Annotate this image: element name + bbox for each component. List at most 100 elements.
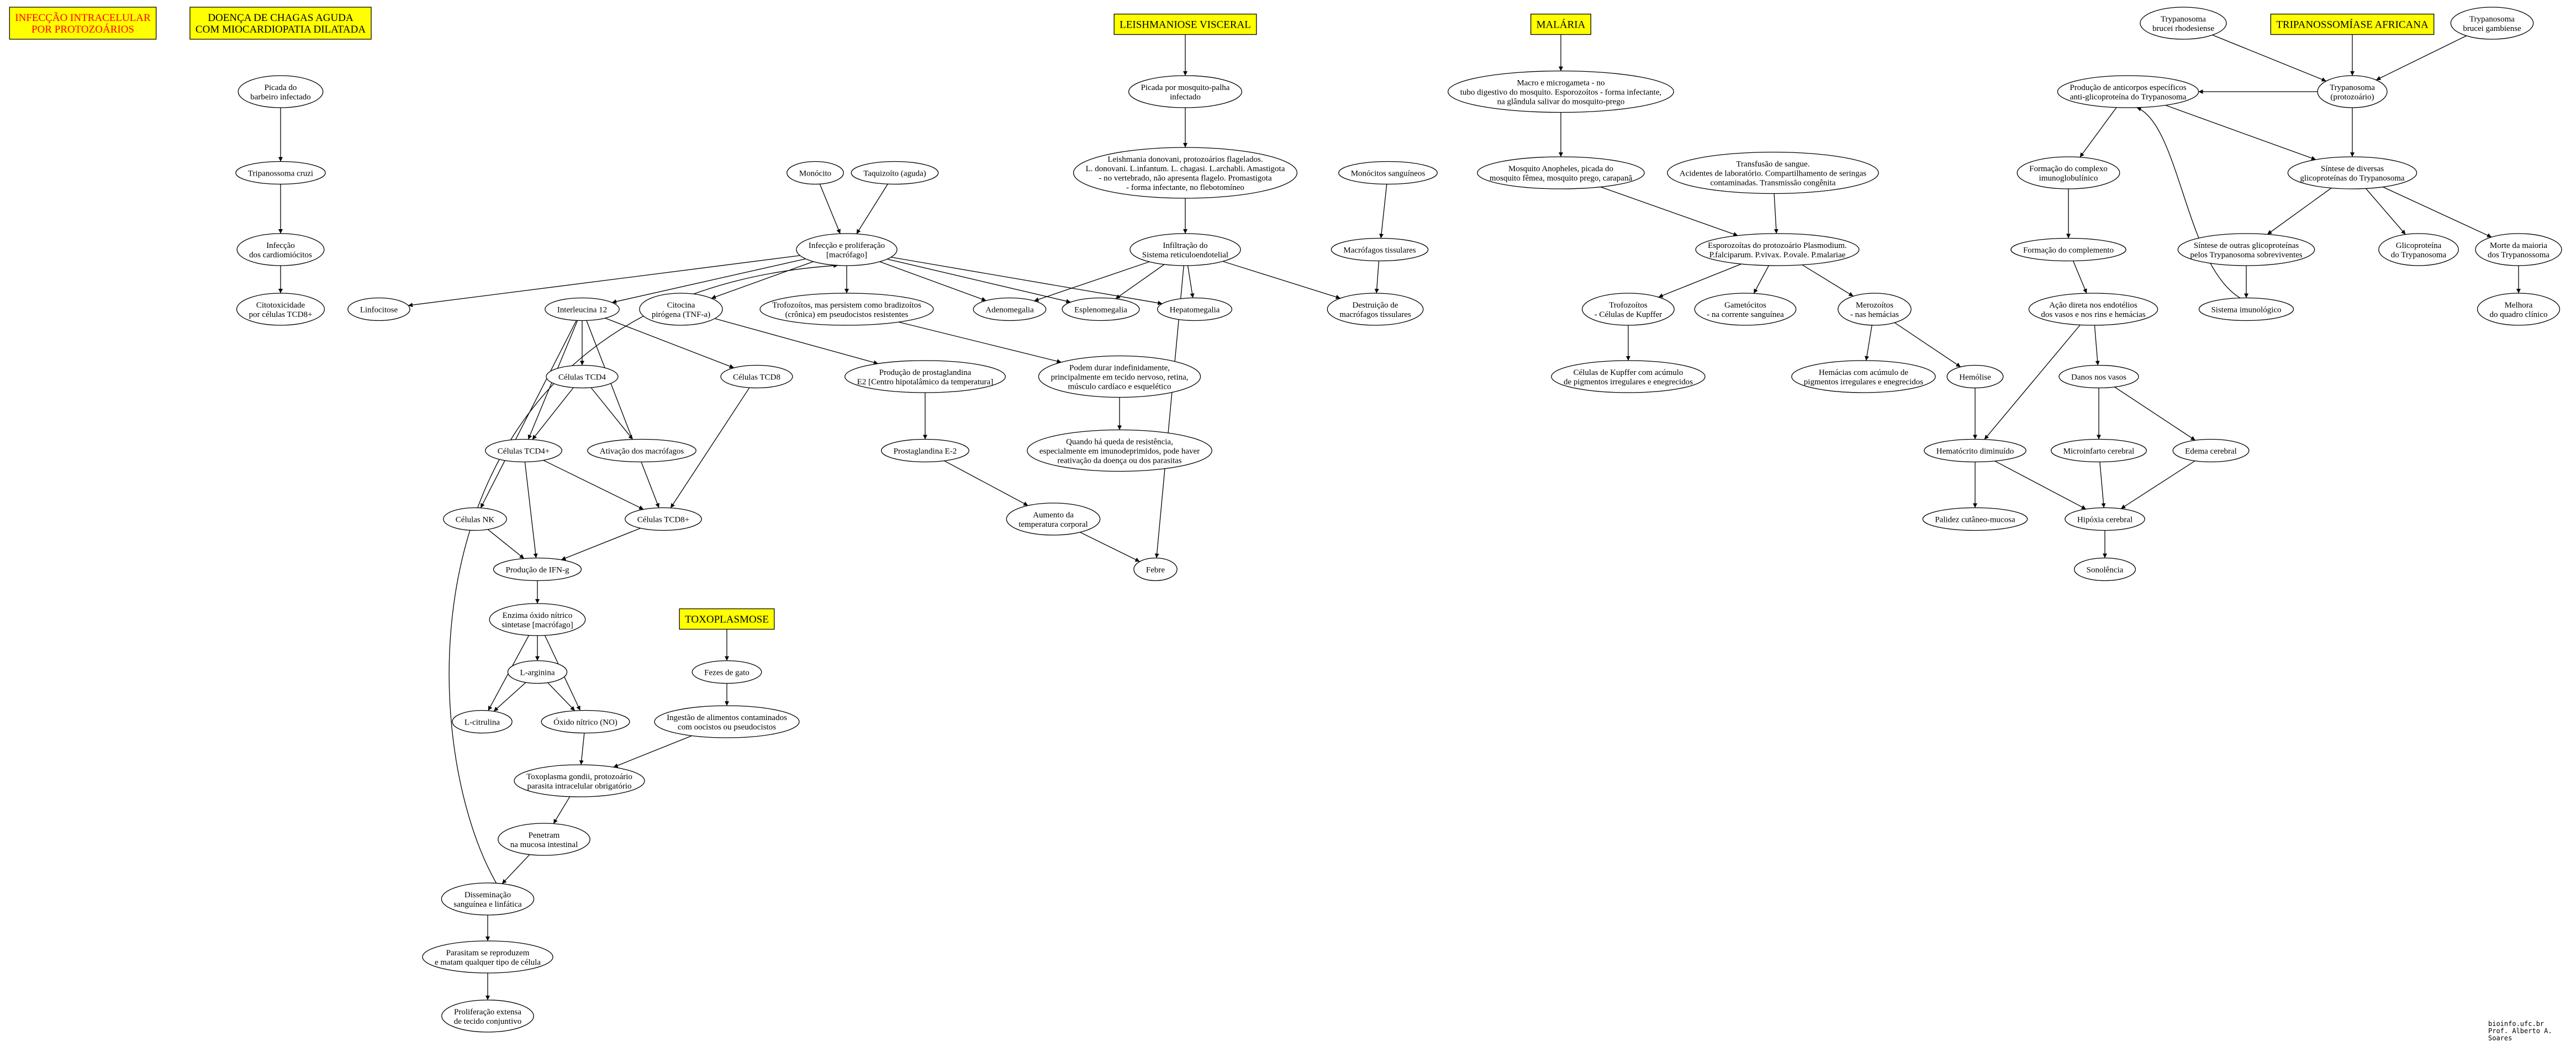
- node-ellipse: [2057, 75, 2199, 108]
- node-lcitrulina: L-citrulina: [452, 710, 513, 734]
- node-tcruzi: Tripanossoma cruzi: [235, 161, 326, 185]
- edge-danos-vasos-to-edema: [2114, 387, 2196, 441]
- node-label: de pigmentos irregulares e enegrecidos: [1564, 378, 1693, 387]
- node-label: macrófagos tissulares: [1339, 310, 1411, 319]
- node-ellipse: [2065, 507, 2145, 531]
- node-label: Esporozoítas do protozoário Plasmodium.: [1708, 241, 1847, 250]
- edge-acao-direta-to-hematocrito: [1984, 324, 2081, 440]
- node-label: sanguínea e linfática: [453, 900, 522, 909]
- node-nk: Células NK: [443, 507, 507, 531]
- node-label: Proliferação extensa: [454, 1008, 521, 1017]
- edge-esporozoitas-to-gametocitos: [1753, 265, 1770, 294]
- node-label: - no vertebrado, não apresenta flagelo. …: [1099, 174, 1272, 183]
- node-ellipse: [1073, 147, 1298, 199]
- edge-tcd4p-to-tcd8p: [543, 459, 644, 510]
- node-ellipse: [2317, 75, 2388, 108]
- node-label: Transfusão de sangue.: [1736, 160, 1809, 168]
- edge-tcd8p-to-ifng: [561, 527, 641, 560]
- node-h-leish: LEISHMANIOSE VISCERAL: [1113, 13, 1257, 35]
- node-palidez: Palidez cutâneo-mucosa: [1922, 507, 2028, 531]
- node-prod-anticorpos: Produção de anticorpos específicosanti-g…: [2057, 75, 2199, 108]
- node-label: Taquizoíto (aguda): [863, 169, 926, 178]
- node-label: Acidentes de laboratório. Compartilhamen…: [1680, 169, 1866, 178]
- node-ellipse: [625, 507, 702, 531]
- node-ellipse: [514, 764, 645, 797]
- node-label: glicoproteínas do Trypanosoma: [2300, 174, 2404, 183]
- node-microinfarto: Microinfarto cerebral: [2051, 438, 2147, 463]
- node-ellipse: [654, 705, 800, 738]
- node-label: Ação direta nos endotélios: [2049, 301, 2137, 310]
- node-label: contaminadas. Transmissão congênita: [1710, 178, 1835, 187]
- node-label: P.falciparum. P.vivax. P.ovale. P.malari…: [1709, 251, 1846, 260]
- node-label: Sonolência: [2087, 565, 2124, 574]
- node-ellipse: [881, 438, 969, 463]
- node-label: Macro e microgameta - no: [1517, 78, 1604, 87]
- node-label: por células TCD8+: [249, 310, 313, 319]
- edge-sintese-div-to-glicoproteina: [2365, 188, 2406, 235]
- edge-penetram-to-disseminacao: [502, 854, 530, 884]
- node-label: imunoglobulínico: [2039, 174, 2098, 183]
- node-label: pigmentos irregulares e enegrecidos: [1804, 378, 1923, 387]
- node-tcd8p: Células TCD8+: [625, 507, 702, 531]
- node-ellipse: [1838, 293, 1912, 326]
- node-ellipse: [2028, 293, 2158, 326]
- node-label: Hepatomegalia: [1170, 305, 1220, 314]
- node-label: Ingestão de alimentos contaminados: [667, 713, 787, 722]
- node-ellipse: [2074, 557, 2136, 581]
- node-edema: Edema cerebral: [2172, 438, 2250, 463]
- node-label: Ativação dos macrófagos: [600, 447, 684, 456]
- edge-infec-prolif-to-citocina: [711, 261, 814, 299]
- node-label: INFECÇÃO INTRACELULAR: [15, 12, 151, 24]
- edge-infiltracao-to-hepato: [1187, 265, 1195, 298]
- node-ellipse: [1331, 237, 1429, 262]
- node-tcd4p: Células TCD4+: [485, 438, 562, 463]
- node-label: Células TCD4+: [498, 447, 550, 456]
- node-sistema-imuno: Sistema imunológico: [2198, 297, 2294, 321]
- node-label: dos cardiomiócitos: [249, 251, 312, 260]
- edge-nk-to-ifng: [487, 529, 525, 559]
- edge-aumento-to-febre: [1080, 532, 1140, 562]
- node-prosta-e2: Prostaglandina E-2: [881, 438, 969, 463]
- node-ativ-macro: Ativação dos macrófagos: [587, 438, 696, 463]
- node-label: reativação da doença ou dos parasitas: [1057, 456, 1181, 465]
- node-fezes-gato: Fezes de gato: [691, 660, 762, 684]
- node-label: Palidez cutâneo-mucosa: [1935, 515, 2015, 524]
- edge-toxo-gondii-to-penetram: [553, 796, 571, 824]
- node-label: Melhora: [2505, 301, 2533, 310]
- credits-author: Prof. Alberto A. Soares: [2488, 1027, 2552, 1042]
- node-ellipse: [1027, 429, 1212, 472]
- header-box: [1113, 13, 1257, 35]
- node-ellipse: [2198, 297, 2294, 321]
- edge-merozoitos-to-hemolise: [1894, 322, 1961, 367]
- node-ellipse: [541, 710, 630, 734]
- edge-infec-prolif-to-espleno: [887, 258, 1071, 304]
- node-hematocrito: Hematócrito diminuído: [1924, 438, 2026, 463]
- node-ellipse: [452, 710, 513, 734]
- node-label: TRIPANOSSOMÍASE AFRICANA: [2276, 19, 2429, 31]
- node-leish-desc: Leishmania donovani, protozoários flagel…: [1073, 147, 1298, 199]
- node-danos-vasos: Danos nos vasos: [2058, 364, 2139, 389]
- node-label: Edema cerebral: [2185, 447, 2237, 456]
- node-label: brucei rhodesiense: [2152, 24, 2214, 33]
- node-podem-durar: Podem durar indefinidamente,principalmen…: [1038, 355, 1201, 398]
- node-ellipse: [2477, 293, 2561, 326]
- node-label: infectado: [1170, 93, 1201, 102]
- node-label: músculo cardíaco e esquelético: [1068, 382, 1171, 391]
- edge-larginina-to-oxido: [547, 682, 576, 711]
- node-label: sintetase [macrófago]: [502, 621, 573, 630]
- edge-oxido-to-toxo-gondii: [579, 733, 585, 765]
- edge-prod-anticorpos-to-complexo-imuno: [2079, 107, 2117, 158]
- node-label: Produção de prostaglandina: [879, 368, 972, 377]
- node-label: de tecido conjuntivo: [454, 1017, 521, 1026]
- node-oxido: Óxido nítrico (NO): [541, 710, 630, 734]
